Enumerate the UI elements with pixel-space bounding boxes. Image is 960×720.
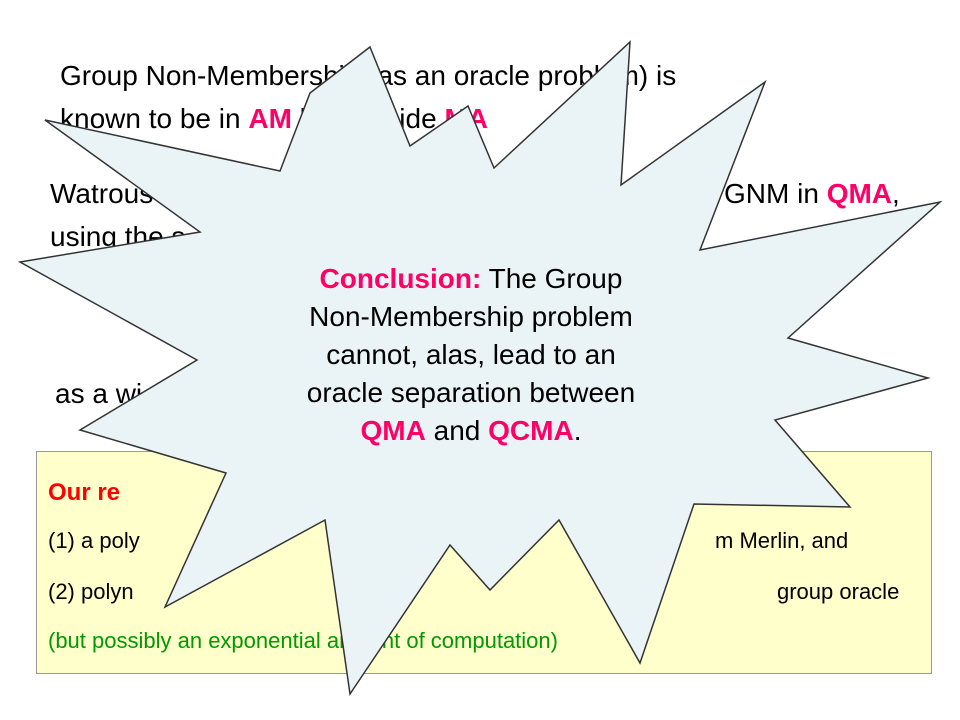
period: . [573,415,582,446]
para3-line1: as a wi [55,378,143,409]
and-text: and [425,415,489,446]
conclusion-line-4: oracle separation between [306,377,636,408]
result-box: Our re g (1) a poly m Merlin, and (2) po… [36,451,932,674]
gnm-text: GNM in [724,178,827,209]
conclusion-text: Conclusion: The Group Non-Membership pro… [228,260,714,450]
para2-line2: using the s [50,221,186,252]
conclusion-line-1: Conclusion: The Group [228,260,714,298]
comma: , [892,178,900,209]
result-item-2-right: group oracle [777,579,900,604]
qcma-label: QCMA [488,415,574,446]
qma-label: QMA [360,415,426,446]
conclusion-line-5: QMA and QCMA. [228,412,714,450]
conclusion-line-2: Non-Membership problem [309,301,633,332]
para2-line1-left: Watrous (2000) showed [50,178,347,209]
result-item-2-left: (2) polyn [48,579,134,604]
conclusion-text-1: The Group [481,263,623,294]
am-class: AM [248,103,292,134]
conclusion-label: Conclusion: [319,263,482,294]
result-item-1-right: m Merlin, and [715,528,849,553]
conclusion-line-3: cannot, alas, lead to an [326,339,616,370]
result-box-title-tail: g [713,479,727,506]
result-box-title: Our re [48,479,121,506]
para1-line2: known to be in AM but outside MA [60,102,488,136]
result-item-3: (but possibly an exponential amount of c… [48,628,558,653]
qma-class: QMA [826,178,893,209]
para2-line1-right: GNM in QMA, [724,177,900,211]
result-item-1-left: (1) a poly [48,528,140,553]
para1-line2-prefix: known to be in [60,103,249,134]
para1-line2-mid: but outside [291,103,445,134]
para1-line1: Group Non-Membership (as an oracle probl… [60,60,677,91]
ma-class: MA [444,103,488,134]
